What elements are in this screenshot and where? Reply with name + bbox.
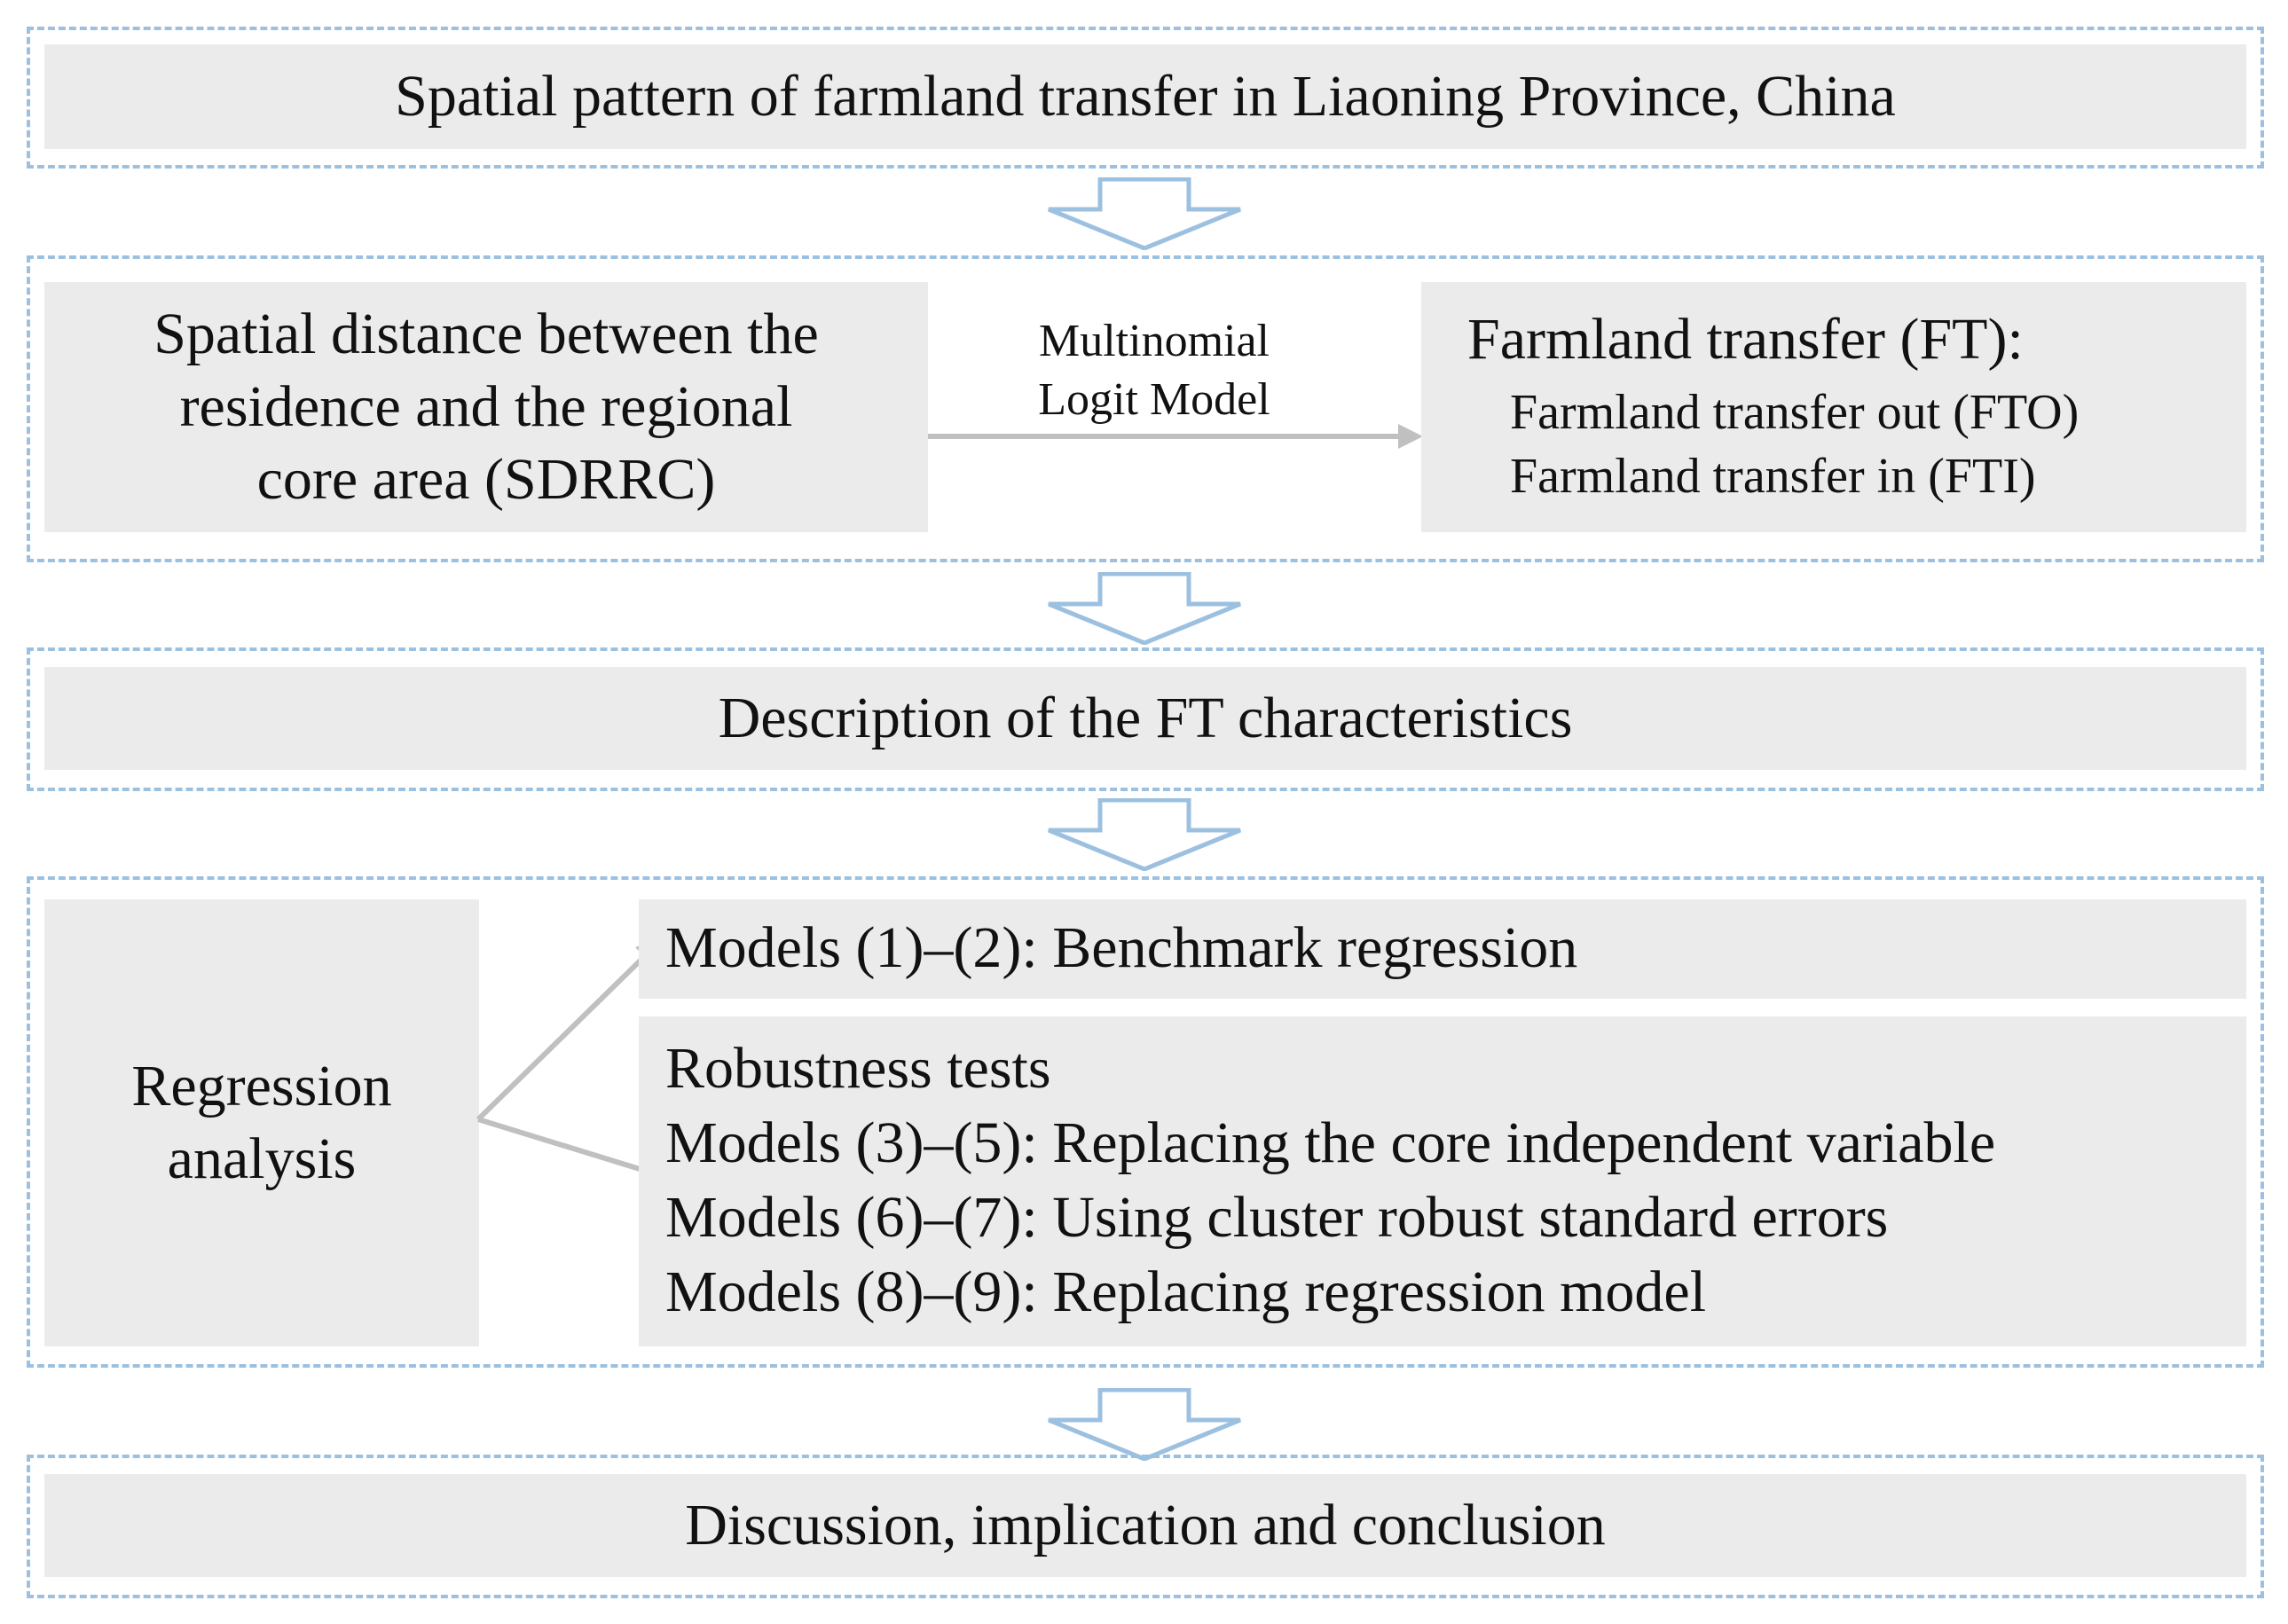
step-1-title: Spatial pattern of farmland transfer in …	[395, 64, 1896, 129]
sdrrc-line-2: residence and the regional	[179, 374, 793, 439]
hollow-down-arrow-icon	[1048, 177, 1241, 250]
connector-label-line-1: Multinomial	[1039, 316, 1270, 366]
connector-label-line-2: Logit Model	[1038, 374, 1270, 425]
step-5-box: Discussion, implication and conclusion	[44, 1474, 2246, 1577]
farmland-transfer-box: Farmland transfer (FT): Farmland transfe…	[1421, 282, 2246, 532]
regression-analysis-box: Regression analysis	[44, 899, 479, 1346]
arrow-right-icon	[928, 424, 1423, 449]
benchmark-box: Models (1)–(2): Benchmark regression	[639, 899, 2246, 999]
sdrrc-box: Spatial distance between the residence a…	[44, 282, 928, 532]
sdrrc-line-3: core area (SDRRC)	[256, 447, 716, 512]
step-1-section: Spatial pattern of farmland transfer in …	[27, 27, 2264, 169]
robustness-item-1: Models (3)–(5): Replacing the core indep…	[665, 1110, 1996, 1175]
benchmark-text: Models (1)–(2): Benchmark regression	[665, 915, 1578, 980]
regression-line-1: Regression	[131, 1054, 392, 1118]
robustness-heading: Robustness tests	[665, 1036, 1051, 1101]
ft-item-out: Farmland transfer out (FTO)	[1510, 385, 2080, 440]
robustness-box: Robustness tests Models (3)–(5): Replaci…	[639, 1016, 2246, 1346]
ft-item-in: Farmland transfer in (FTI)	[1510, 449, 2036, 504]
step-3-title: Description of the FT characteristics	[718, 686, 1573, 750]
connector-label: Multinomial Logit Model	[990, 312, 1318, 429]
ft-heading: Farmland transfer (FT):	[1467, 307, 2024, 372]
hollow-down-arrow-icon	[1048, 1388, 1241, 1461]
robustness-item-3: Models (8)–(9): Replacing regression mod…	[665, 1259, 1707, 1324]
sdrrc-line-1: Spatial distance between the	[153, 302, 819, 366]
step-3-section: Description of the FT characteristics	[27, 647, 2264, 791]
step-1-box: Spatial pattern of farmland transfer in …	[44, 44, 2246, 149]
hollow-down-arrow-icon	[1048, 572, 1241, 645]
step-5-title: Discussion, implication and conclusion	[685, 1493, 1606, 1557]
step-5-section: Discussion, implication and conclusion	[27, 1455, 2264, 1598]
regression-line-2: analysis	[167, 1126, 357, 1191]
robustness-item-2: Models (6)–(7): Using cluster robust sta…	[665, 1185, 1889, 1250]
step-4-section: Regression analysis Models (1)–(2): Benc…	[27, 876, 2264, 1368]
step-3-box: Description of the FT characteristics	[44, 667, 2246, 770]
step-2-section: Spatial distance between the residence a…	[27, 255, 2264, 562]
hollow-down-arrow-icon	[1048, 798, 1241, 871]
